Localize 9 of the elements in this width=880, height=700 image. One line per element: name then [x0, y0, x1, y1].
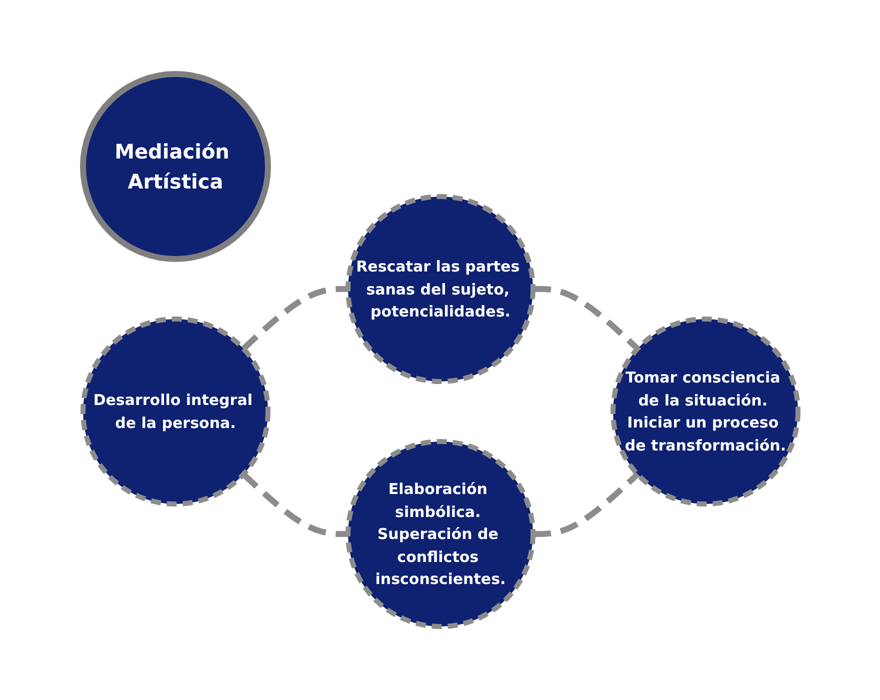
node-circle: Elaboración simbólica. Superación de conflictos insconscientes.	[345, 438, 535, 629]
node-circle: Desarrollo integral de la persona.	[80, 316, 270, 506]
node-circle: Rescatar las partes sanas del sujeto, potencialidades.	[345, 194, 535, 384]
connector	[532, 472, 640, 537]
connector	[240, 472, 348, 537]
node-circle: Mediación Artística	[80, 70, 270, 262]
connector	[532, 286, 640, 351]
connector	[240, 286, 348, 351]
node-circle: Tomar consciencia de la situación. Iniciar un proceso de transformación.	[610, 316, 800, 506]
